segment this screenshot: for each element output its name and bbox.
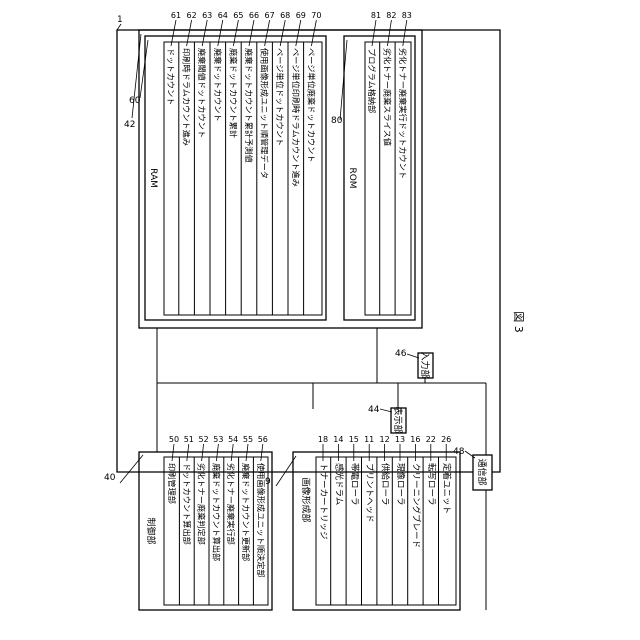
- image-forming-item-ref: 13: [395, 435, 405, 444]
- image-forming-item-label: 転写ローラ: [426, 463, 436, 506]
- display-label: 表示部: [392, 406, 404, 433]
- device-ref: 1: [117, 15, 123, 25]
- comm-label: 通信部: [476, 458, 488, 485]
- figure-label: 図 3: [512, 311, 525, 333]
- ram-item-label: ページ単位廃棄ドットカウント: [306, 48, 316, 162]
- display-ref: 44: [368, 405, 380, 415]
- control-item-ref: 53: [213, 435, 223, 444]
- control-block: 制御部 40 印刷管理部 50 ドットカウント算出部 51 劣化トナー廃棄判定部 52 廃棄…: [104, 435, 272, 610]
- memory-block: 42 RAM 60 ROM 80 ドットカウント 61 印刷時ドラムカウント進み 62…: [124, 11, 422, 328]
- image-forming-item-ref: 12: [380, 435, 390, 444]
- comm-ref: 48: [453, 447, 465, 457]
- input-label: 入力部: [419, 351, 431, 378]
- display-ref-leader: [380, 409, 392, 412]
- rom-item-ref: 82: [386, 11, 396, 20]
- image-forming-item-label: 定着ユニット: [441, 463, 452, 514]
- image-forming-ref: 9: [265, 477, 271, 487]
- ram-item-ref: 69: [296, 11, 306, 20]
- image-forming-item-label: クリーニングブレード: [410, 463, 421, 548]
- control-item-label: 印刷管理部: [167, 463, 177, 504]
- control-item-label: 劣化トナー廃棄実行部: [226, 463, 236, 545]
- ram-item-label: 印刷時ドラムカウント進み: [182, 48, 192, 146]
- rom-item-label: 劣化トナー廃棄実行ドットカウント: [398, 48, 408, 179]
- control-item-ref: 51: [184, 435, 194, 444]
- ram-item-ref: 61: [171, 11, 181, 20]
- image-forming-item-label: トナーカートリッジ: [318, 463, 328, 540]
- rom-title: ROM: [347, 167, 357, 188]
- ram-item-label: ページ単位印刷時ドラムカウント進み: [291, 48, 301, 187]
- ram-item-label: ドットカウント: [166, 48, 176, 105]
- control-item-label: 劣化トナー廃棄判定部: [197, 463, 207, 545]
- image-forming-block: 画像形成部 9 トナーカートリッジ 18 感光ドラム 14 帯電ローラ 15 プリントヘッド…: [265, 435, 460, 610]
- ram-item-label: 廃棄閾値ドットカウント: [197, 48, 207, 138]
- display-unit[interactable]: 表示部 44: [368, 405, 406, 434]
- image-forming-item-ref: 18: [318, 435, 328, 444]
- image-forming-item-label: プリントヘッド: [364, 463, 374, 523]
- control-title: 制御部: [145, 517, 157, 544]
- image-forming-item-ref: 16: [410, 435, 420, 444]
- ram-item-ref: 67: [265, 11, 275, 20]
- ram-item-ref: 62: [187, 11, 197, 20]
- image-forming-item-label: 供給ローラ: [380, 463, 391, 506]
- control-item-label: 廃棄ドットカウント更新部: [241, 463, 251, 561]
- ram-item-ref: 63: [202, 11, 212, 20]
- image-forming-item-ref: 15: [349, 435, 359, 444]
- input-unit[interactable]: 入力部 46: [395, 349, 433, 379]
- ram-item-ref: 68: [280, 11, 290, 20]
- rom-ref: 80: [331, 116, 343, 126]
- ram-item-label: 廃棄ドットカウント: [213, 48, 223, 122]
- image-forming-item-label: 現像ローラ: [395, 463, 406, 506]
- input-ref: 46: [395, 349, 407, 359]
- image-forming-item-ref: 11: [364, 435, 374, 444]
- ram-item-ref: 66: [249, 11, 259, 20]
- ram-item-ref: 70: [311, 11, 321, 20]
- ram-ref-leader: [140, 40, 148, 98]
- control-item-ref: 54: [228, 435, 238, 444]
- control-item-label: ドットカウント算出部: [182, 463, 192, 545]
- image-forming-item-label: 帯電ローラ: [349, 463, 360, 506]
- ram-item-label: ページ単位ドットカウント: [275, 48, 285, 146]
- ram-title: RAM: [148, 168, 158, 188]
- ram-item-label: 使用画像形成ユニット順管理データ: [260, 48, 270, 179]
- ram-item-ref: 65: [233, 11, 243, 20]
- ram-item-label: 廃棄ドットカウント累計: [228, 48, 238, 138]
- rom-item-ref: 81: [371, 11, 381, 20]
- ram-item-ref: 64: [218, 11, 228, 20]
- rom-item-ref: 83: [402, 11, 412, 20]
- image-forming-item-ref: 14: [333, 435, 343, 444]
- image-forming-item-ref: 22: [426, 435, 436, 444]
- control-item-label: 廃棄ドットカウント算出部: [211, 463, 221, 561]
- ram-ref: 60: [129, 96, 141, 106]
- control-item-ref: 50: [169, 435, 179, 444]
- rom-item-label: プログラム格納部: [367, 48, 377, 113]
- control-item-ref: 56: [258, 435, 268, 444]
- image-forming-title: 画像形成部: [300, 477, 312, 522]
- image-forming-item-label: 感光ドラム: [333, 463, 344, 505]
- ram-item-label: 廃棄ドットカウント累計予測値: [244, 48, 254, 163]
- image-forming-item-ref: 26: [441, 435, 451, 444]
- rom-item-label: 劣化トナー廃棄スライス値: [382, 48, 392, 146]
- control-item-ref: 52: [199, 435, 209, 444]
- control-item-ref: 55: [243, 435, 253, 444]
- input-ref-leader: [407, 354, 419, 358]
- control-ref: 40: [104, 473, 116, 483]
- memory-ref: 42: [124, 120, 135, 130]
